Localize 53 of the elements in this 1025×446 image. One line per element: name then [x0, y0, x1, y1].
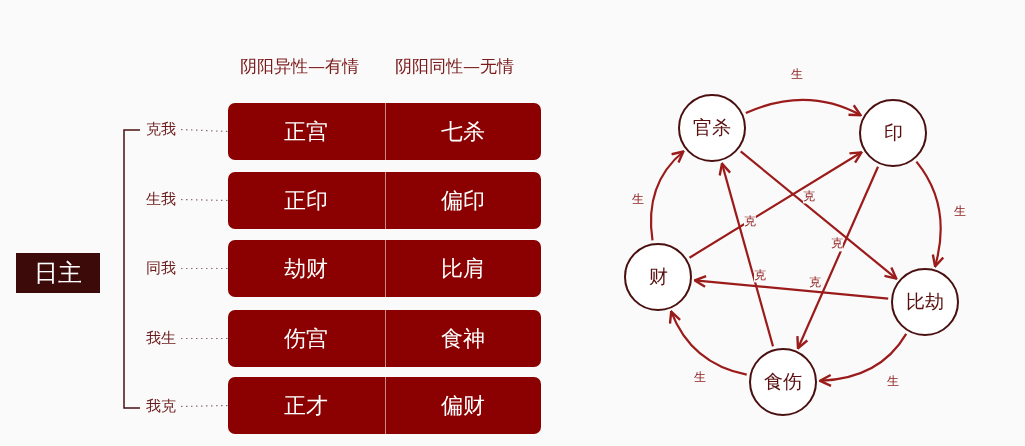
circle-node: 官杀 [678, 94, 746, 162]
row-bar [228, 377, 541, 434]
cell-text: 偏财 [440, 391, 485, 420]
row-label: 同我 [146, 259, 176, 278]
column-header: 阴阳异性—有情 [240, 55, 359, 78]
row-label: 生我 [146, 190, 176, 209]
title-box: 日主 [16, 253, 100, 293]
leader-line [180, 267, 229, 270]
row-label: 我生 [146, 329, 176, 348]
arrow [718, 162, 775, 347]
cell-text: 食神 [440, 324, 485, 353]
cell-text: 偏印 [440, 186, 485, 215]
arrow [740, 150, 898, 280]
leader-line [180, 198, 229, 202]
edge-label: 生 [887, 375, 899, 389]
circle-node: 印 [859, 99, 927, 167]
row-label: 克我 [146, 120, 176, 139]
arrow [745, 98, 862, 117]
arrow [915, 160, 945, 268]
cell-text: 比肩 [440, 254, 485, 283]
arrow [693, 274, 889, 300]
edge-label: 生 [954, 205, 966, 219]
arrow [669, 310, 747, 376]
edge-label: 克 [743, 214, 756, 229]
edge-label: 克 [808, 276, 821, 290]
edge-label: 克 [754, 268, 767, 283]
leader-line [180, 337, 229, 340]
arrow [688, 151, 863, 259]
row-label: 我克 [146, 397, 176, 416]
circle-node: 比劫 [891, 268, 959, 336]
arrow [818, 333, 908, 387]
edge-label: 克 [831, 237, 844, 251]
row-bar [228, 240, 541, 297]
cell-text: 七杀 [440, 117, 485, 146]
cell-text: 劫财 [284, 254, 329, 283]
edge-label: 生 [694, 371, 706, 385]
cell-text: 正才 [284, 391, 329, 420]
arrow [796, 166, 879, 350]
edge-label: 生 [632, 193, 644, 207]
leader-line [180, 128, 229, 133]
cell-text: 正印 [284, 186, 329, 215]
circle-node: 财 [624, 243, 692, 311]
circle-node: 食伤 [749, 348, 817, 416]
edge-label: 克 [803, 190, 816, 204]
edge-label: 生 [791, 68, 803, 82]
cell-text: 伤宫 [284, 324, 329, 353]
row-bar [228, 172, 541, 229]
row-bar [228, 103, 541, 160]
arrow [649, 150, 685, 241]
column-header: 阴阳同性—无情 [395, 55, 514, 78]
row-bar [228, 310, 541, 367]
cell-text: 正宫 [284, 117, 329, 146]
leader-line [180, 404, 229, 408]
